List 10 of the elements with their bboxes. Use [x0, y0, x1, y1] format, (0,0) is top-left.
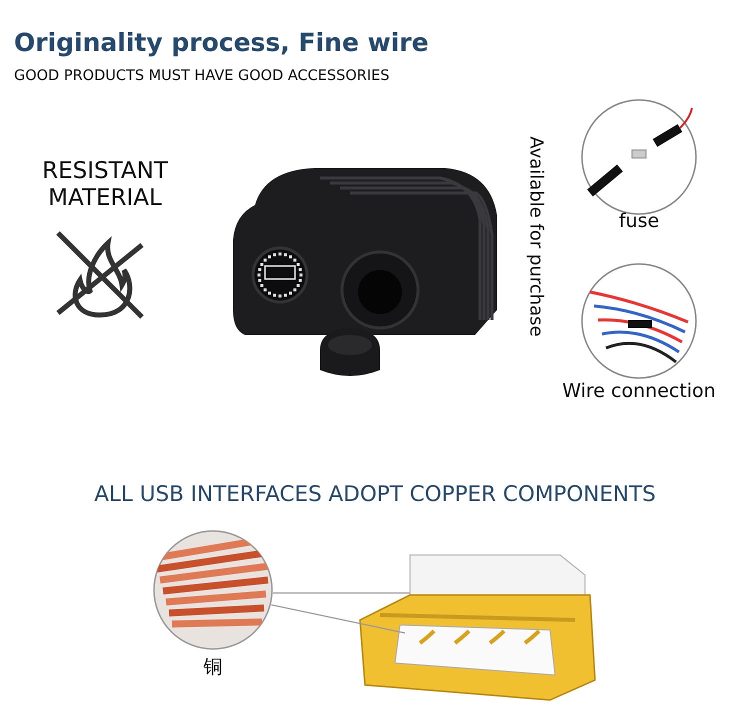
photo-caption: 铜 [204, 655, 222, 680]
subtitle: GOOD PRODUCTS MUST HAVE GOOD ACCESSORIES [14, 68, 390, 84]
leader-line [271, 604, 406, 634]
photo-caption: Wire connection [562, 380, 716, 402]
title: Originality process, Fine wire [14, 28, 429, 57]
section-heading: ALL USB INTERFACES ADOPT COPPER COMPONENTS [93, 482, 657, 507]
photo-caption: fuse [618, 210, 660, 232]
leader-line [272, 592, 410, 594]
feature-heading: RESISTANT MATERIAL [41, 158, 169, 212]
vertical-note: Available for purchase [526, 135, 546, 339]
